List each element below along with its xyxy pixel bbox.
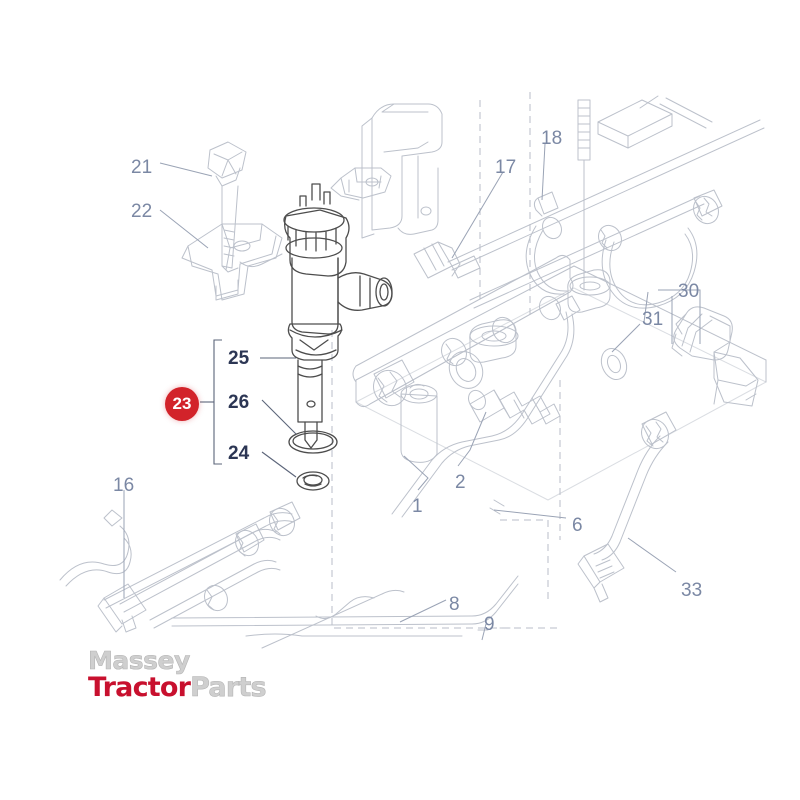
injector-pipe-set-16 — [59, 501, 301, 633]
sealing-washer-24 — [296, 471, 330, 491]
highlight-badge-label: 23 — [172, 394, 192, 413]
callout-33[interactable]: 33 — [681, 580, 703, 601]
callout-30[interactable]: 30 — [678, 281, 700, 302]
callout-17[interactable]: 17 — [495, 157, 517, 178]
engine-bracket-group — [361, 103, 443, 239]
fuel-pipe-network — [413, 95, 765, 309]
mounting-bolt-21 — [207, 141, 247, 273]
callout-21[interactable]: 21 — [131, 157, 153, 178]
sensor-assembly-30 — [600, 306, 759, 407]
small-clip-part — [330, 167, 392, 201]
leader-lines — [123, 143, 701, 641]
wiring-connector-33 — [577, 411, 677, 603]
callout-1[interactable]: 1 — [412, 496, 423, 517]
callout-18[interactable]: 18 — [541, 128, 563, 149]
fuel-injector-25 — [283, 183, 393, 449]
group-bracket-23 — [200, 339, 222, 465]
fuel-rail-block — [352, 254, 767, 501]
logo-line-massey: Massey — [88, 646, 338, 675]
brand-logo: Massey TractorParts — [88, 648, 338, 702]
low-pressure-pipes — [171, 575, 519, 649]
callout-2[interactable]: 2 — [455, 472, 466, 493]
logo-text-massey: Massey — [88, 646, 191, 675]
group-boundary-dashes — [331, 92, 561, 629]
return-pipe-6 — [391, 295, 581, 518]
injector-clamp-22 — [181, 223, 283, 301]
highlight-badge-23[interactable]: 23 — [165, 387, 199, 421]
callout-26[interactable]: 26 — [228, 392, 250, 413]
callout-25[interactable]: 25 — [228, 348, 250, 369]
o-ring-26 — [288, 430, 338, 454]
callout-6[interactable]: 6 — [572, 515, 583, 536]
callout-9[interactable]: 9 — [484, 614, 495, 635]
callout-8[interactable]: 8 — [449, 594, 460, 615]
logo-text-tractor: Tractor — [88, 672, 191, 703]
sleeve-part-1 — [400, 383, 438, 463]
callout-31[interactable]: 31 — [642, 309, 664, 330]
callout-24[interactable]: 24 — [228, 443, 250, 464]
pressure-valve-part-2 — [468, 389, 561, 425]
sealing-washer-31 — [600, 347, 628, 381]
logo-line-tractorparts: TractorParts — [88, 672, 338, 703]
callout-16[interactable]: 16 — [113, 475, 135, 496]
logo-text-parts: Parts — [190, 672, 267, 703]
callout-22[interactable]: 22 — [131, 201, 153, 222]
